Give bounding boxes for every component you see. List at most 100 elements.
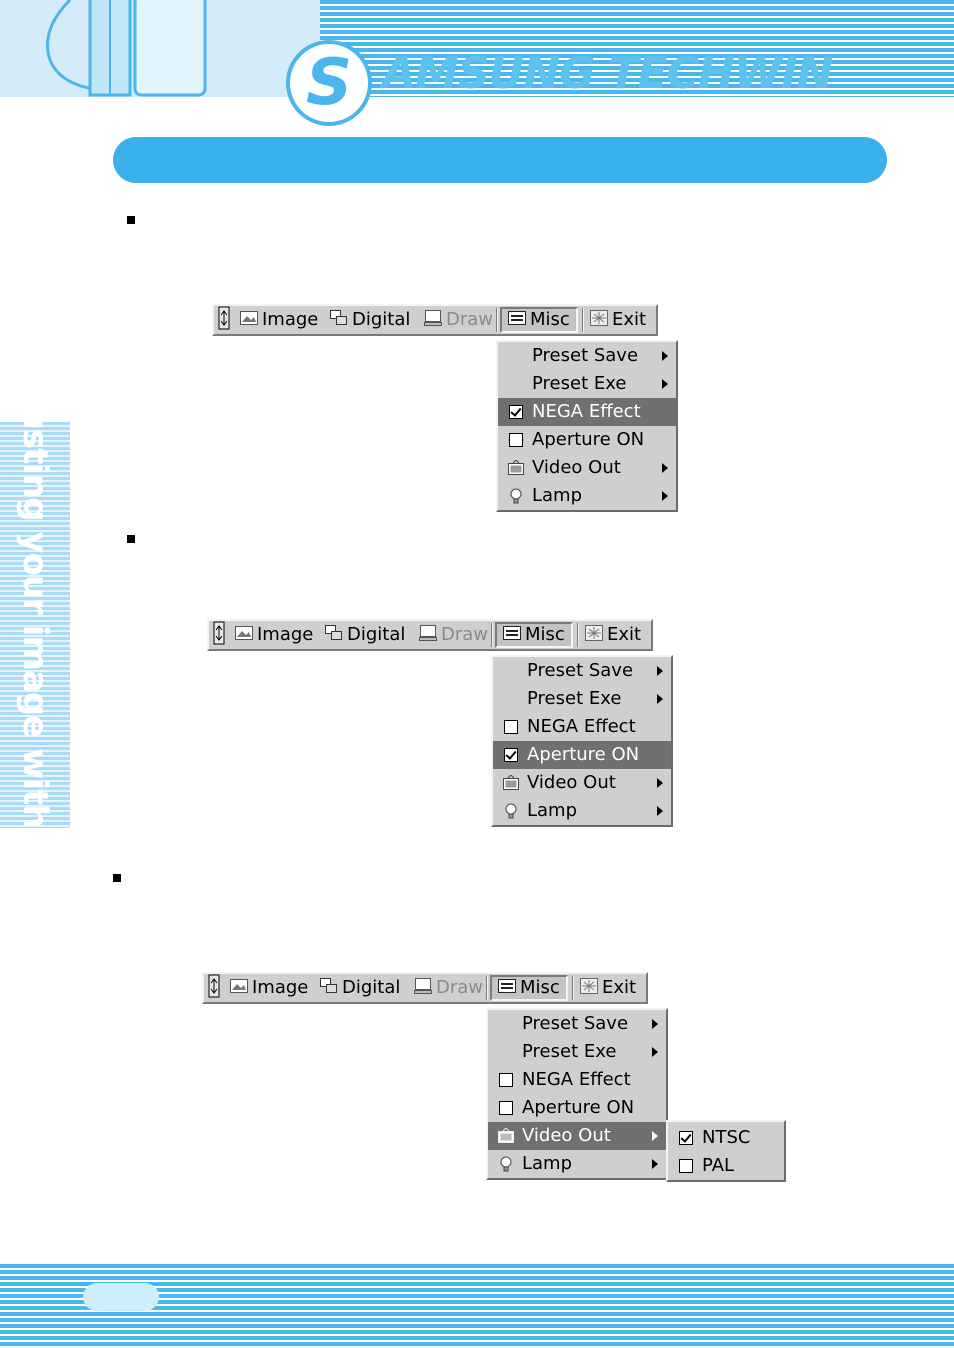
draw-icon xyxy=(419,625,437,641)
menu-draw[interactable]: Draw xyxy=(424,306,493,334)
checkbox-unchecked-icon[interactable] xyxy=(509,433,523,447)
menu-exit[interactable]: Exit xyxy=(585,621,641,649)
menu-item-video-out[interactable]: Video Out xyxy=(493,769,671,797)
menu-item-aperture-on[interactable]: Aperture ON xyxy=(493,741,671,769)
menubar-separator xyxy=(582,308,584,332)
checkbox-unchecked-icon[interactable] xyxy=(504,720,518,734)
menu-item-label: NEGA Effect xyxy=(522,1069,631,1090)
menu-item-preset-exe[interactable]: Preset Exe xyxy=(493,685,671,713)
menubar: Image Digital Draw Misc Exit xyxy=(202,972,648,1004)
submenu-arrow-icon xyxy=(652,1047,658,1057)
menu-draw[interactable]: Draw xyxy=(414,974,483,1002)
menu-item-label: Preset Save xyxy=(527,660,634,681)
menu-digital[interactable]: Digital xyxy=(330,306,410,334)
menu-misc[interactable]: Misc xyxy=(500,307,578,333)
menu-digital[interactable]: Digital xyxy=(320,974,400,1002)
menubar: Image Digital Draw Misc Exit xyxy=(207,619,653,651)
menu-exit[interactable]: Exit xyxy=(580,974,636,1002)
submenu-arrow-icon xyxy=(662,379,668,389)
misc-icon xyxy=(503,626,521,640)
checkbox-unchecked-icon[interactable] xyxy=(499,1101,513,1115)
menu-misc-label: Misc xyxy=(520,977,560,998)
checkbox-checked-icon[interactable] xyxy=(509,405,523,419)
submenu-item-ntsc[interactable]: NTSC xyxy=(668,1124,784,1152)
chapter-side-tab-label: Adjusting your image with GUI xyxy=(15,346,55,904)
menubar-grip-icon[interactable] xyxy=(218,306,230,334)
menubar-grip-icon[interactable] xyxy=(208,974,220,1002)
menubar: Image Digital Draw Misc Exit xyxy=(212,304,658,336)
menu-item-label: Video Out xyxy=(527,772,616,793)
menubar-separator xyxy=(572,976,574,1000)
submenu-arrow-icon xyxy=(652,1019,658,1029)
menu-item-nega-effect[interactable]: NEGA Effect xyxy=(498,398,676,426)
menu-item-label: NTSC xyxy=(702,1127,751,1148)
menu-item-nega-effect[interactable]: NEGA Effect xyxy=(493,713,671,741)
gui-figure-video-out: Image Digital Draw Misc Exit Preset Save… xyxy=(202,972,802,1187)
checkbox-unchecked-icon[interactable] xyxy=(679,1159,693,1173)
menu-item-preset-save[interactable]: Preset Save xyxy=(488,1010,666,1038)
image-icon xyxy=(230,979,248,993)
menu-item-label: Preset Exe xyxy=(532,373,627,394)
exit-icon xyxy=(590,310,608,326)
image-icon xyxy=(240,311,258,325)
menubar-separator xyxy=(496,308,498,332)
menu-item-video-out[interactable]: Video Out xyxy=(488,1122,666,1150)
checkbox-checked-icon[interactable] xyxy=(679,1131,693,1145)
menu-item-lamp[interactable]: Lamp xyxy=(493,797,671,825)
menu-digital[interactable]: Digital xyxy=(325,621,405,649)
misc-icon xyxy=(498,979,516,993)
menu-image[interactable]: Image xyxy=(240,306,318,334)
draw-icon xyxy=(424,310,442,326)
exit-icon xyxy=(585,625,603,641)
submenu-arrow-icon xyxy=(662,351,668,361)
bullet-marker xyxy=(127,535,135,543)
menu-misc[interactable]: Misc xyxy=(495,622,573,648)
menu-item-label: Video Out xyxy=(522,1125,611,1146)
menubar-grip-icon[interactable] xyxy=(213,621,225,649)
checkbox-checked-icon[interactable] xyxy=(504,748,518,762)
menu-exit-label: Exit xyxy=(607,624,642,645)
menu-digital-label: Digital xyxy=(352,309,411,330)
submenu-arrow-icon xyxy=(662,491,668,501)
submenu-arrow-icon xyxy=(652,1131,658,1141)
lamp-bulb-icon xyxy=(500,1156,512,1172)
menu-item-label: Lamp xyxy=(522,1153,573,1174)
brand-logo-icon: S xyxy=(286,40,372,126)
submenu-arrow-icon xyxy=(657,778,663,788)
menu-exit-label: Exit xyxy=(602,977,637,998)
header-stripes xyxy=(320,0,954,97)
section-title-bar xyxy=(113,137,887,183)
menu-image[interactable]: Image xyxy=(235,621,313,649)
menu-misc[interactable]: Misc xyxy=(490,975,568,1001)
submenu-arrow-icon xyxy=(657,806,663,816)
menu-item-label: Preset Exe xyxy=(522,1041,617,1062)
menu-item-preset-exe[interactable]: Preset Exe xyxy=(488,1038,666,1066)
misc-icon xyxy=(508,311,526,325)
menu-item-video-out[interactable]: Video Out xyxy=(498,454,676,482)
gui-figure-aperture-on: Image Digital Draw Misc Exit Preset Save… xyxy=(207,619,677,829)
menu-draw[interactable]: Draw xyxy=(419,621,488,649)
submenu-item-pal[interactable]: PAL xyxy=(668,1152,784,1180)
menu-item-lamp[interactable]: Lamp xyxy=(488,1150,666,1178)
chapter-side-tab xyxy=(0,422,70,828)
menu-item-label: Aperture ON xyxy=(527,744,640,765)
menu-item-label: Lamp xyxy=(527,800,578,821)
menu-item-aperture-on[interactable]: Aperture ON xyxy=(498,426,676,454)
menu-image-label: Image xyxy=(257,624,314,645)
menu-item-label: Preset Save xyxy=(532,345,639,366)
menu-image[interactable]: Image xyxy=(230,974,308,1002)
menu-exit[interactable]: Exit xyxy=(590,306,646,334)
checkbox-unchecked-icon[interactable] xyxy=(499,1073,513,1087)
menu-item-aperture-on[interactable]: Aperture ON xyxy=(488,1094,666,1122)
video-out-submenu: NTSC PAL xyxy=(666,1120,786,1182)
menu-item-preset-save[interactable]: Preset Save xyxy=(498,342,676,370)
gui-figure-nega-effect: Image Digital Draw Misc Exit Preset Save… xyxy=(212,304,682,514)
exit-icon xyxy=(580,978,598,994)
menu-item-label: Aperture ON xyxy=(522,1097,635,1118)
menu-item-preset-exe[interactable]: Preset Exe xyxy=(498,370,676,398)
menu-exit-label: Exit xyxy=(612,309,647,330)
menu-item-nega-effect[interactable]: NEGA Effect xyxy=(488,1066,666,1094)
draw-icon xyxy=(414,978,432,994)
menu-item-lamp[interactable]: Lamp xyxy=(498,482,676,510)
menu-item-preset-save[interactable]: Preset Save xyxy=(493,657,671,685)
